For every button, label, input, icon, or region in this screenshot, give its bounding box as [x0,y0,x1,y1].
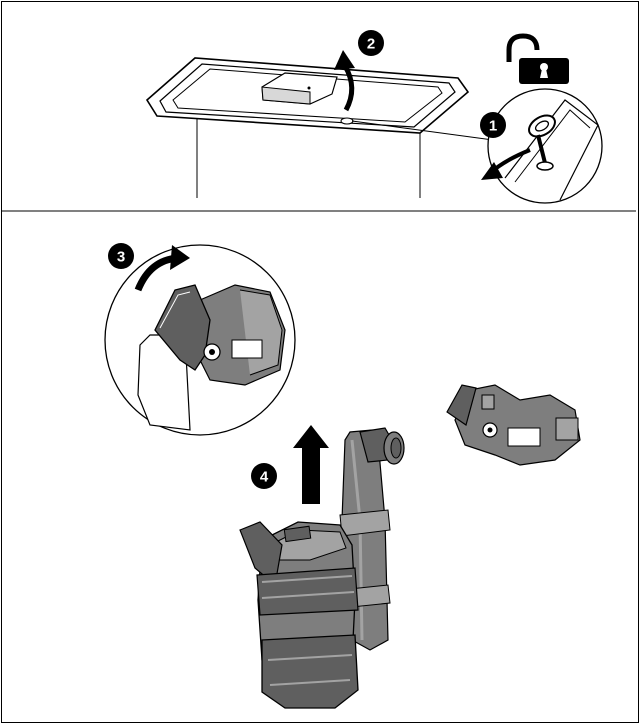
step-badge-1: 1 [480,112,506,138]
unlock-padlock-icon [509,36,569,84]
step-badge-2: 2 [358,30,384,56]
svg-text:4: 4 [260,469,269,486]
pump-clip-zoom [105,245,295,435]
lid-lock-point [341,118,353,124]
svg-text:2: 2 [367,36,375,53]
svg-text:1: 1 [489,118,497,135]
pump-head-part [447,385,580,465]
appliance-lid-panel [147,50,493,198]
lock-detail-zoom [481,89,602,203]
svg-text:3: 3 [117,249,125,266]
step-badge-4: 4 [251,463,277,489]
pull-up-arrow [302,446,320,504]
step-badge-3: 3 [108,243,134,269]
